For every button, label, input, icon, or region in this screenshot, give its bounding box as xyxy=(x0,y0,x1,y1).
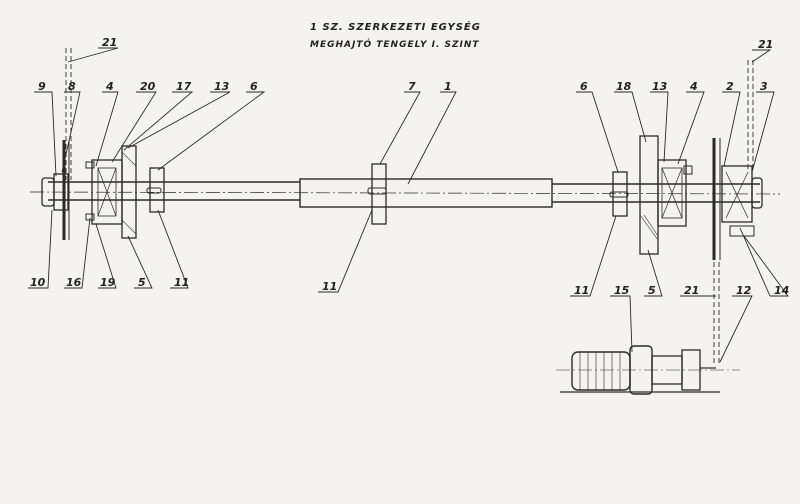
part-label-20: 20 xyxy=(140,80,156,93)
part-label-15: 15 xyxy=(614,284,630,297)
part-label-5-right: 5 xyxy=(648,284,656,297)
part-label-17: 17 xyxy=(176,80,192,93)
part-label-11-left: 11 xyxy=(174,276,190,289)
shaft-centerline xyxy=(29,191,781,195)
part-label-5-left: 5 xyxy=(138,276,146,289)
part-label-19: 19 xyxy=(100,276,116,289)
right-drive-assembly xyxy=(609,135,763,260)
part-label-7: 7 xyxy=(408,80,416,93)
part-label-11-right: 11 xyxy=(574,284,590,297)
part-label-13-right: 13 xyxy=(652,80,668,93)
part-label-14: 14 xyxy=(774,284,790,297)
part-label-4-right: 4 xyxy=(690,80,698,93)
part-label-12: 12 xyxy=(736,284,752,297)
part-label-6-right: 6 xyxy=(580,80,588,93)
middle-bearing xyxy=(367,163,387,225)
drawing-title-line1: 1 SZ. SZERKEZETI EGYSÉG xyxy=(310,22,481,33)
part-label-11-middle: 11 xyxy=(322,280,338,293)
motor-unit xyxy=(556,345,740,395)
part-label-18: 18 xyxy=(616,80,632,93)
part-label-3: 3 xyxy=(760,80,768,93)
part-label-9: 9 xyxy=(38,80,46,93)
part-label-21-left: 21 xyxy=(102,36,118,49)
part-label-2: 2 xyxy=(726,80,734,93)
drawing-title-line2: MEGHAJTÓ TENGELY I. SZINT xyxy=(310,40,480,50)
part-label-10: 10 xyxy=(30,276,46,289)
main-shaft xyxy=(29,178,781,208)
part-label-21-right: 21 xyxy=(758,38,774,51)
part-label-6-left: 6 xyxy=(250,80,258,93)
part-label-16: 16 xyxy=(66,276,82,289)
leader-lines xyxy=(28,47,789,363)
part-label-4-left: 4 xyxy=(106,80,114,93)
part-label-13-left: 13 xyxy=(214,80,230,93)
part-label-1: 1 xyxy=(444,80,452,93)
part-label-21-lower: 21 xyxy=(684,284,700,297)
left-end-assembly xyxy=(41,140,165,240)
part-label-8: 8 xyxy=(68,80,76,93)
